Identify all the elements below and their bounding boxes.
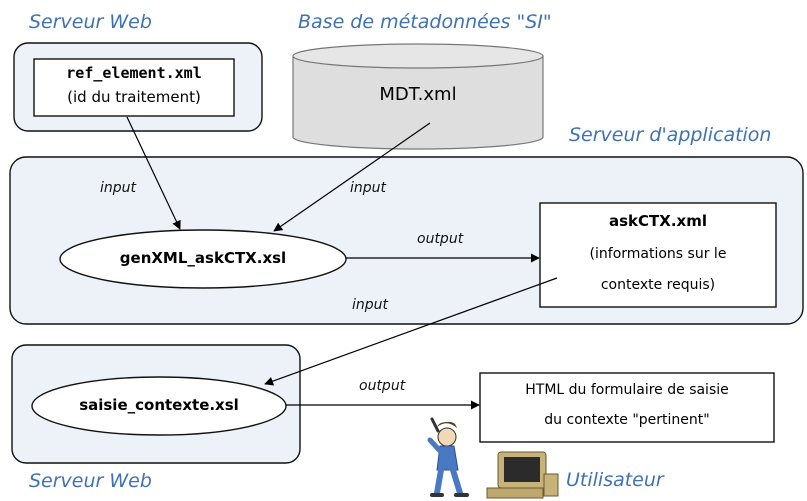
html-form-box — [479, 372, 775, 443]
gen-xml-label: genXML_askCTX.xsl — [119, 249, 287, 267]
zone-title-user: Utilisateur — [566, 469, 664, 491]
metadata-database-cylinder — [292, 43, 544, 150]
zone-title-metadata-db: Base de métadonnées "SI" — [298, 11, 552, 33]
saisie-ellipse — [31, 376, 287, 436]
html-form-line1: HTML du formulaire de saisie — [525, 382, 729, 398]
edge-label-mdt-input: input — [350, 180, 387, 196]
ask-ctx-line1: (informations sur le — [589, 246, 727, 262]
ask-ctx-box — [539, 202, 777, 308]
zone-title-app-server: Serveur d'application — [569, 124, 772, 146]
user-figure-icon — [427, 417, 469, 497]
edge-label-ask-input: input — [352, 297, 389, 313]
ref-element-title: ref_element.xml — [66, 64, 202, 82]
ref-element-box — [33, 58, 235, 117]
saisie-label: saisie_contexte.xsl — [79, 396, 239, 414]
html-form-line2: du contexte "pertinent" — [544, 412, 710, 428]
arrow-mdt-to-gen — [273, 122, 431, 232]
arrow-ask-to-saisie — [264, 277, 558, 386]
ref-element-subtitle: (id du traitement) — [67, 88, 201, 106]
arrow-ref-to-gen — [126, 116, 181, 230]
mdt-label: MDT.xml — [379, 84, 457, 105]
zone-title-web-server-top: Serveur Web — [29, 11, 152, 33]
zone-title-web-server-bottom: Serveur Web — [29, 470, 152, 492]
computer-icon — [486, 451, 559, 499]
gen-xml-ellipse — [59, 229, 347, 289]
ask-ctx-line2: contexte requis) — [600, 277, 716, 293]
ask-ctx-title: askCTX.xml — [609, 212, 707, 230]
edge-label-ref-input: input — [100, 180, 137, 196]
edge-label-gen-output: output — [417, 231, 464, 247]
edge-label-saisie-output: output — [359, 378, 406, 394]
